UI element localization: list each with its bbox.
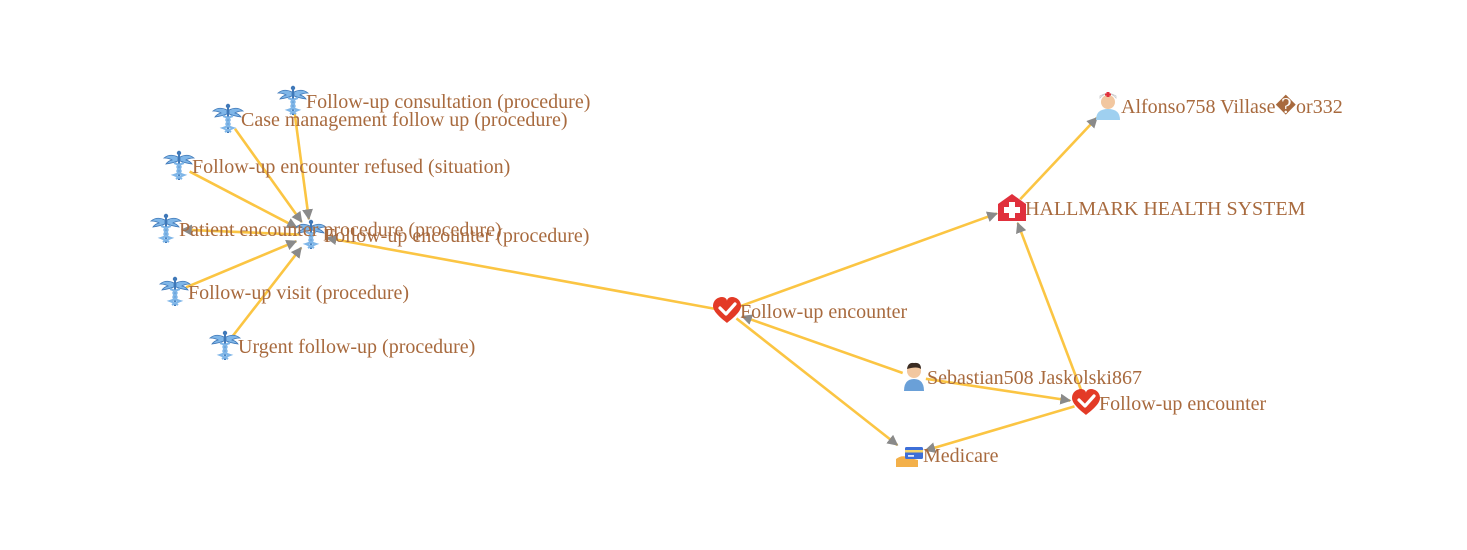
heart-check-icon[interactable] [713,297,741,323]
heart-check-icon[interactable] [1072,389,1100,415]
node-label: Follow-up consultation (procedure) [306,91,590,113]
caduceus-icon[interactable] [158,276,192,306]
hospital-icon[interactable] [998,194,1026,221]
caduceus-icon[interactable] [208,330,242,360]
edge-n8-n9 [737,211,998,309]
edge-n12-n9 [1016,221,1083,393]
edge-n6-n5 [185,239,298,289]
edge-n11-n12 [925,377,1072,405]
caduceus-icon[interactable] [211,103,245,133]
patient-icon[interactable] [904,362,924,391]
caduceus-icon[interactable] [294,219,328,249]
node-label: Follow-up encounter (procedure) [324,225,589,247]
node-label: Case management follow up (procedure) [241,109,568,131]
node-label: Alfonso758 Villase�or332 [1121,94,1343,118]
edge-n5-n4 [180,224,300,236]
caduceus-icon[interactable] [162,150,196,180]
caduceus-icon[interactable] [149,213,183,243]
node-label: Medicare [923,445,999,467]
caduceus-icon[interactable] [276,85,310,115]
node-label: Urgent follow-up (procedure) [238,336,475,358]
node-label: Patient encounter procedure (procedure) [179,219,502,241]
node-label: Follow-up encounter [1099,393,1267,415]
nodes-layer [149,85,1120,467]
node-label: Follow-up encounter [740,301,908,323]
node-label: HALLMARK HEALTH SYSTEM [1025,198,1306,220]
edges-layer [180,112,1098,453]
edge-n1-n5 [293,112,313,221]
edge-n8-n5 [325,234,716,311]
edge-n9-n10 [1019,116,1098,201]
node-label: Sebastian508 Jaskolski867 [927,367,1142,389]
edge-n8-n13 [735,317,899,447]
edge-n12-n13 [924,405,1075,453]
edge-n3-n5 [189,170,298,229]
labels-layer: Follow-up consultation (procedure)Case m… [179,91,1343,467]
edge-n2-n5 [233,128,303,223]
node-label: Follow-up visit (procedure) [188,282,409,304]
payment-card-icon[interactable] [896,447,923,467]
node-label: Follow-up encounter refused (situation) [192,156,510,178]
edge-n7-n5 [231,246,303,338]
doctor-icon[interactable] [1096,92,1120,120]
edge-n11-n8 [741,314,904,375]
